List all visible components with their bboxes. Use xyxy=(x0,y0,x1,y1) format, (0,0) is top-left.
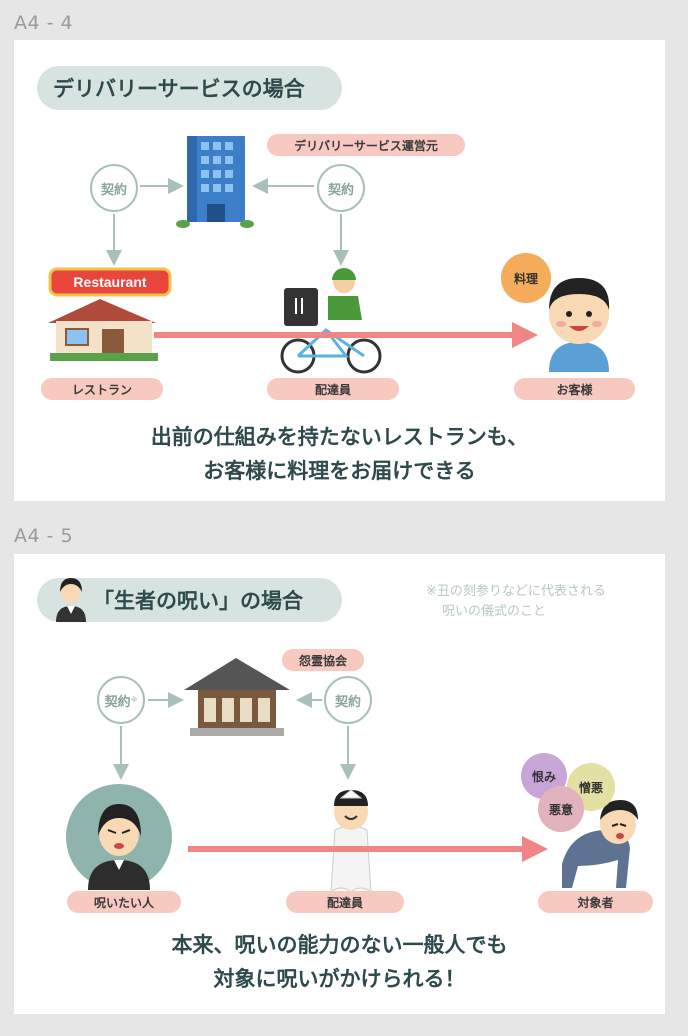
label-target-text: 対象者 xyxy=(577,895,614,910)
contract-arrows xyxy=(106,178,349,266)
curse-flow-arrow xyxy=(188,836,548,862)
client-woman-icon xyxy=(66,784,172,890)
delivery-title-text: デリバリーサービスの場合 xyxy=(53,77,305,101)
delivery-panel: デリバリーサービスの場合 デリバリーサービス運営元 契約 契約 xyxy=(14,40,665,501)
label-restaurant-text: レストラン xyxy=(71,382,132,397)
curse-caption-line2: 対象に呪いがかけられる！ xyxy=(213,967,466,991)
curse-contract-left-text: 契約 xyxy=(104,694,131,710)
label-restaurant: レストラン xyxy=(41,378,163,400)
delivery-flow-arrow xyxy=(154,322,538,348)
malice-bubble-text: 悪意 xyxy=(548,802,573,817)
label-client: 呪いたい人 xyxy=(67,891,181,913)
curse-contract-circle-right: 契約 xyxy=(324,676,372,724)
operator-tag-text: デリバリーサービス運営元 xyxy=(294,138,438,153)
label-customer-text: お客様 xyxy=(556,382,593,397)
hatred-bubble-text: 憎悪 xyxy=(578,780,603,795)
grudge-bubble-text: 恨み xyxy=(531,769,556,784)
curse-caption: 本来、呪いの能力のない一般人でも 対象に呪いがかけられる！ xyxy=(14,928,665,996)
victim-icon xyxy=(562,800,638,888)
frame-label-a4-5: A4 - 5 xyxy=(14,525,74,547)
contract-left-text: 契約 xyxy=(100,182,127,198)
curse-caption-line1: 本来、呪いの能力のない一般人でも xyxy=(171,933,508,957)
malice-bubble: 悪意 xyxy=(538,786,584,832)
hatred-bubble: 憎悪 xyxy=(567,763,615,811)
restaurant-icon: Restaurant xyxy=(48,267,172,361)
label-client-text: 呪いたい人 xyxy=(93,895,154,910)
label-target: 対象者 xyxy=(538,891,653,913)
customer-icon xyxy=(549,278,610,372)
label-ghost-courier-text: 配達員 xyxy=(326,895,363,910)
curse-footnote-line2: 呪いの儀式のこと xyxy=(442,604,547,619)
delivery-title: デリバリーサービスの場合 xyxy=(37,66,342,110)
curse-title-text: 「生者の呪い」の場合 xyxy=(93,589,303,613)
delivery-caption: 出前の仕組みを持たないレストランも、 お客様に料理をお届けできる xyxy=(14,420,665,488)
food-bubble-text: 料理 xyxy=(513,271,538,286)
curse-contract-right-text: 契約 xyxy=(334,694,361,710)
operator-tag: デリバリーサービス運営元 xyxy=(267,134,465,156)
curse-footnote: ※丑の刻参りなどに代表される 呪いの儀式のこと xyxy=(426,582,606,622)
office-building-icon xyxy=(176,136,254,228)
label-courier-text: 配達員 xyxy=(314,382,351,397)
label-courier: 配達員 xyxy=(267,378,399,400)
temple-icon xyxy=(184,658,290,736)
curse-title: 「生者の呪い」の場合 xyxy=(37,578,342,622)
contract-circle-right: 契約 xyxy=(317,164,365,212)
restaurant-sign-text: Restaurant xyxy=(73,274,146,290)
courier-bicycle-icon xyxy=(280,268,382,374)
label-ghost-courier: 配達員 xyxy=(286,891,404,913)
food-bubble: 料理 xyxy=(501,253,551,303)
frame-label-a4-4: A4 - 4 xyxy=(14,12,74,34)
curse-contract-circle-left: 契約※ xyxy=(97,676,145,724)
businesswoman-avatar-icon xyxy=(56,578,86,622)
curse-footnote-line1: ※丑の刻参りなどに代表される xyxy=(426,584,606,599)
delivery-caption-line2: お客様に料理をお届けできる xyxy=(203,459,476,483)
association-tag: 怨霊協会 xyxy=(282,649,364,671)
contract-right-text: 契約 xyxy=(327,182,354,198)
contract-footnote-mark: ※ xyxy=(130,696,138,704)
association-tag-text: 怨霊協会 xyxy=(298,653,347,668)
label-customer: お客様 xyxy=(514,378,635,400)
contract-circle-left: 契約 xyxy=(90,164,138,212)
curse-contract-arrows xyxy=(113,692,356,780)
ghost-courier-icon xyxy=(330,789,372,894)
delivery-caption-line1: 出前の仕組みを持たないレストランも、 xyxy=(150,425,529,449)
curse-panel: 「生者の呪い」の場合 ※丑の刻参りなどに代表される 呪いの儀式のこと 怨霊協会 … xyxy=(14,554,665,1014)
